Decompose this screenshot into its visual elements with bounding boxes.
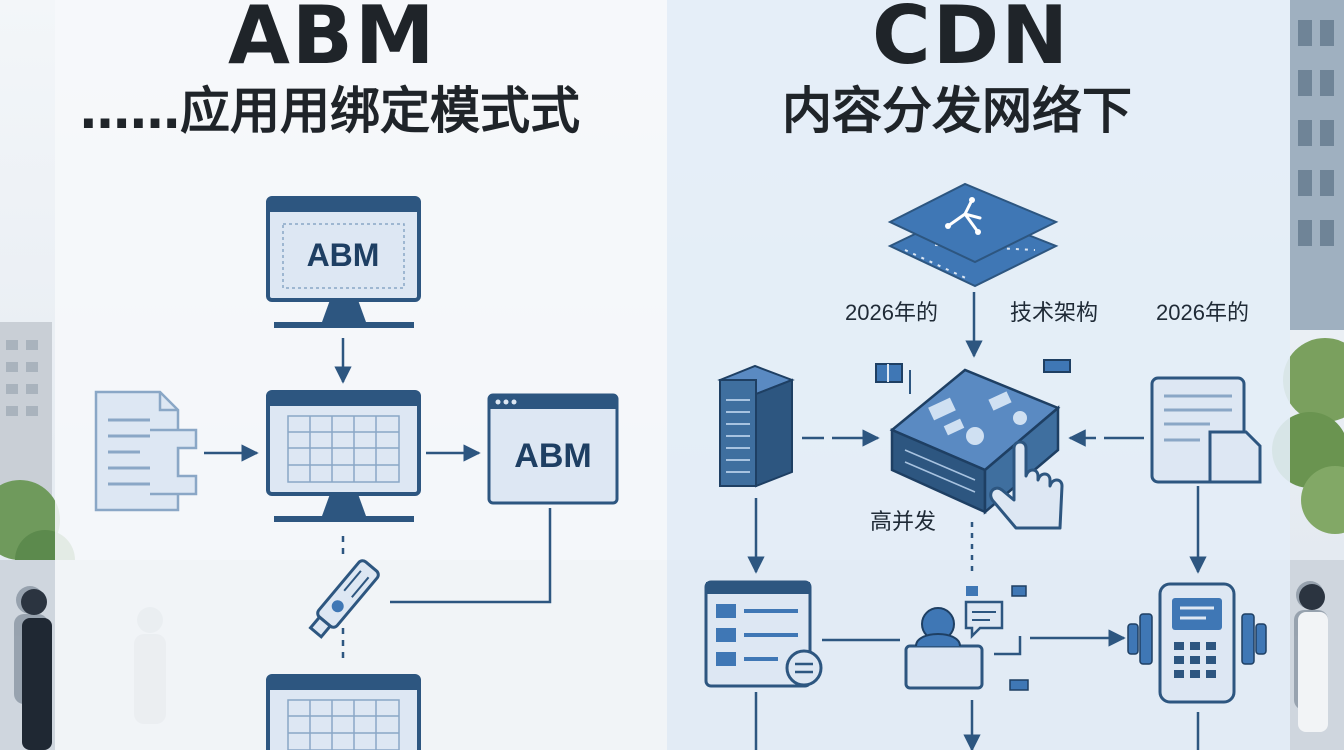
chat-bubble-icon [964, 586, 1004, 640]
right-panel-title: CDN [872, 0, 1071, 82]
grid-monitor-icon [266, 390, 421, 522]
high-concurrency-label: 高并发 [870, 509, 937, 534]
small-block-icon [1043, 359, 1071, 373]
dashboard-window-icon [704, 580, 823, 688]
right-panel-subtitle: 内容分发网络下 [782, 82, 1132, 140]
usb-key-icon [308, 559, 380, 639]
abm-monitor-label: ABM [307, 237, 380, 273]
layers-icon [887, 182, 1059, 288]
tech-architecture-label: 技术架构 [1010, 300, 1099, 325]
document-icon [94, 390, 198, 512]
left-panel-title: ABM [228, 0, 437, 82]
hand-cursor-icon [989, 440, 1064, 530]
document-icon [1150, 376, 1262, 484]
abm-window-label: ABM [514, 437, 591, 475]
connector-line [390, 508, 552, 604]
abm-window-icon [487, 393, 619, 505]
small-block-icon [1011, 585, 1027, 597]
grid-monitor-icon [266, 674, 421, 750]
server-rack-icon [717, 364, 795, 488]
left-panel-subtitle: ……应用用绑定模式式 [80, 82, 580, 140]
abm-monitor-icon [266, 196, 421, 328]
year-label-left: 2026年的 [845, 300, 938, 325]
year-label-right: 2026年的 [1156, 300, 1249, 325]
small-block-icon [1009, 679, 1029, 691]
mobile-phone-icon [1127, 582, 1267, 704]
user-icon [904, 607, 984, 690]
